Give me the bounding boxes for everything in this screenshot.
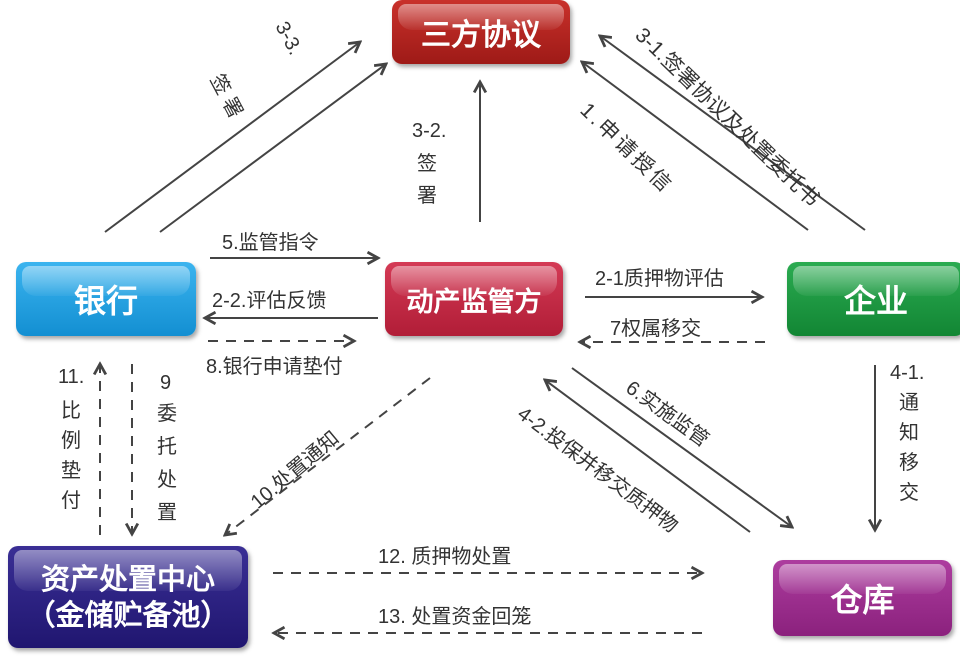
arrow-3-3a [104, 42, 360, 233]
node-bank-label: 银行 [73, 282, 138, 320]
label-4-1-num: 4-1. [890, 362, 925, 384]
label-11-text: 比例垫付 [61, 400, 81, 512]
label-9-num: 9 [160, 372, 172, 394]
node-warehouse-label: 仓库 [830, 581, 895, 619]
label-5: 5.监管指令 [222, 232, 319, 254]
node-supervisor-label: 动产监管方 [406, 286, 542, 318]
label-12: 12. 质押物处置 [378, 546, 512, 568]
node-bank: 银行 [16, 262, 196, 336]
arrow-6 [571, 367, 792, 527]
node-disposal-sublabel: （金储贮备池） [26, 598, 230, 632]
label-3-2-num: 3-2. [412, 120, 447, 142]
node-supervisor: 动产监管方 [385, 262, 563, 336]
arrow-3-3b [159, 64, 386, 233]
label-2-2: 2-2.评估反馈 [212, 290, 327, 312]
arrow-1 [582, 62, 809, 231]
label-9-text: 委托处置 [157, 403, 177, 524]
label-2-1: 2-1质押物评估 [595, 268, 724, 290]
arrow-10 [225, 377, 431, 535]
arrow-3-1 [600, 36, 866, 231]
node-disposal-center: 资产处置中心 （金储贮备池） [8, 546, 248, 648]
node-agreement-label: 三方协议 [421, 18, 541, 53]
node-enterprise-label: 企业 [843, 282, 908, 320]
label-4-1-text: 通知移交 [899, 392, 919, 504]
label-7: 7权属移交 [610, 318, 702, 340]
label-13: 13. 处置资金回笼 [378, 606, 532, 628]
label-3-2-text: 签署 [417, 153, 437, 207]
node-agreement: 三方协议 [392, 0, 570, 64]
node-warehouse: 仓库 [773, 560, 952, 636]
node-disposal-label: 资产处置中心 [40, 562, 215, 596]
node-enterprise: 企业 [787, 262, 960, 336]
arrow-4-2 [545, 380, 751, 533]
label-11-num: 11. [58, 366, 85, 388]
label-8: 8.银行申请垫付 [206, 356, 343, 378]
